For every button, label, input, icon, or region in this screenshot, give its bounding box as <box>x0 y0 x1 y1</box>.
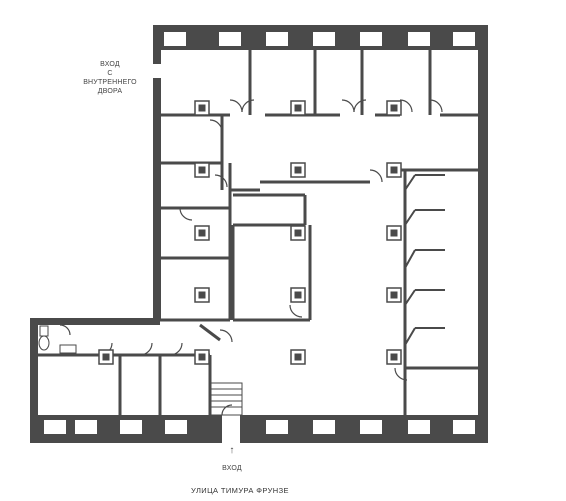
toilet-icon <box>38 325 77 354</box>
structural-column-icon <box>386 100 402 116</box>
street-name: УЛИЦА ТИМУРА ФРУНЗЕ <box>191 486 289 495</box>
structural-column-icon <box>194 225 210 241</box>
main-entrance-label: ВХОД <box>222 465 242 472</box>
exterior-walls <box>30 25 488 443</box>
interior-walls <box>38 50 478 415</box>
courtyard-entrance-label: ВХОД С ВНУТРЕННЕГО ДВОРА <box>80 60 140 96</box>
structural-column-icon <box>290 162 306 178</box>
courtyard-entrance-line2: С ВНУТРЕННЕГО <box>83 70 137 86</box>
courtyard-entrance-line3: ДВОРА <box>97 88 123 95</box>
structural-column-icon <box>386 349 402 365</box>
windows-top <box>164 32 475 46</box>
door-swing-icons <box>59 99 443 416</box>
structural-column-icon <box>290 225 306 241</box>
structural-column-icon <box>290 287 306 303</box>
structural-column-icon <box>194 349 210 365</box>
stairs-icon <box>209 382 243 416</box>
structural-column-icon <box>290 100 306 116</box>
structural-column-icon <box>194 162 210 178</box>
structural-column-icon <box>290 349 306 365</box>
courtyard-entrance-line1: ВХОД <box>100 61 120 68</box>
structural-columns <box>98 100 402 365</box>
main-entrance-opening <box>222 415 240 443</box>
structural-column-icon <box>194 287 210 303</box>
structural-column-icon <box>386 225 402 241</box>
courtyard-door-opening <box>153 64 161 78</box>
cubicle-partitions <box>404 174 445 346</box>
main-entrance-arrow-icon: ↑ <box>229 445 235 456</box>
structural-column-icon <box>194 100 210 116</box>
structural-column-icon <box>386 162 402 178</box>
structural-column-icon <box>386 287 402 303</box>
structural-column-icon <box>98 349 114 365</box>
windows-bottom <box>44 420 475 434</box>
